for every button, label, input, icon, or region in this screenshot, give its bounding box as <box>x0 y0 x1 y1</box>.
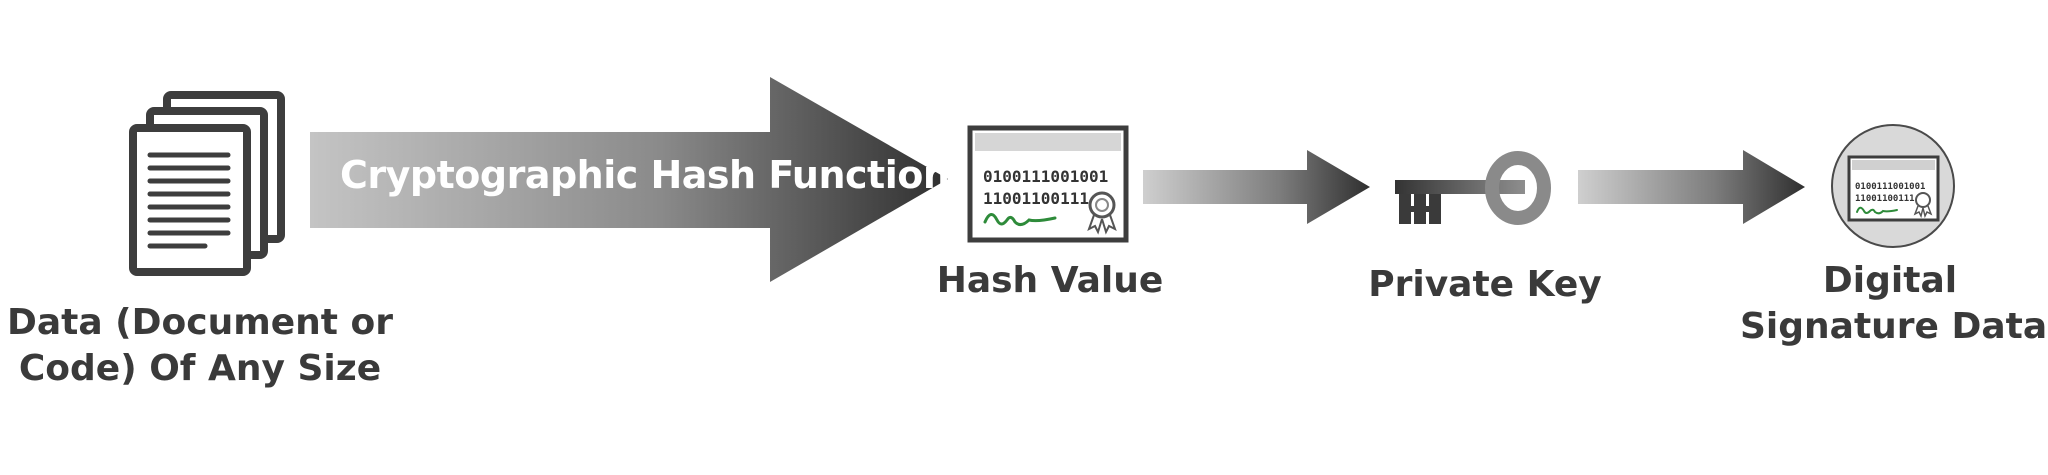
documents-icon <box>129 91 285 276</box>
arrow-to-key <box>1143 150 1370 224</box>
signature-binary-line-1: 0100111001001 <box>1855 182 1925 192</box>
private-key-label: Private Key <box>1368 264 1602 305</box>
data-label: Data (Document or Code) Of Any Size <box>0 300 400 392</box>
arrow-to-signature <box>1578 150 1805 224</box>
signature-label: Digital Signature Data <box>1740 258 2048 350</box>
hash-function-label: Cryptographic Hash Function <box>340 153 950 197</box>
hash-value-label: Hash Value <box>936 260 1164 301</box>
signature-squiggle <box>983 213 1057 227</box>
key-icon <box>1395 151 1551 225</box>
seal-icon-small <box>1913 192 1933 219</box>
signature-binary-line-2: 11001100111 <box>1855 194 1915 204</box>
hash-function-arrow <box>310 77 948 282</box>
signature-label-line-1: Digital <box>1822 260 1958 301</box>
hash-binary-line-2: 11001100111 <box>983 189 1089 208</box>
signed-certificate-icon: 0100111001001 11001100111 <box>1831 124 1955 248</box>
certificate-icon: 0100111001001 11001100111 <box>967 125 1129 243</box>
signature-label-line-2: Signature Data <box>1740 306 2048 347</box>
hash-binary-line-1: 0100111001001 <box>983 167 1108 186</box>
seal-icon <box>1087 191 1117 235</box>
data-label-line-1: Data (Document or <box>6 302 394 343</box>
data-label-line-2: Code) Of Any Size <box>18 348 382 389</box>
signature-squiggle-small <box>1856 206 1898 215</box>
